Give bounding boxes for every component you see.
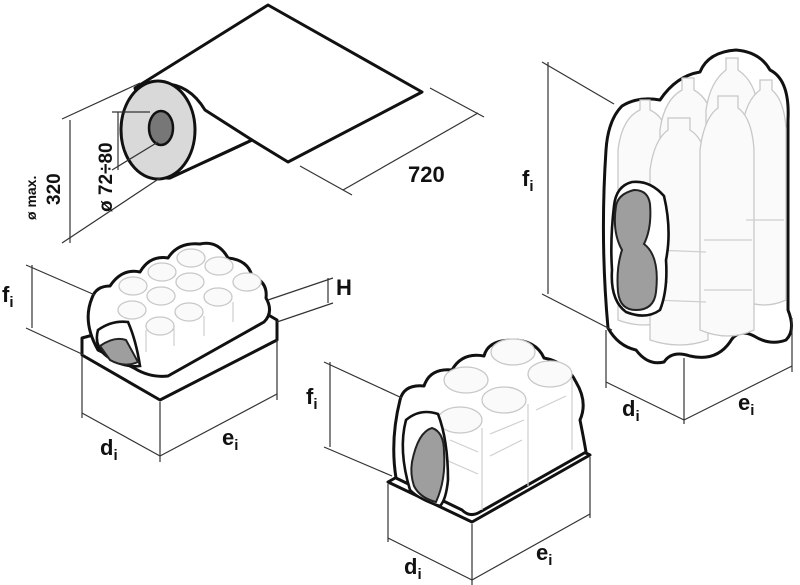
bottles-height: fi (522, 166, 534, 195)
can-product (410, 426, 446, 504)
large-cans-width: ei (536, 540, 552, 569)
small-pack-width: ei (222, 425, 238, 454)
small-pack-base-height: H (336, 275, 352, 300)
pack-cans-large: fi di ei (306, 338, 592, 585)
small-pack-height: fi (2, 282, 14, 311)
cans-grid (117, 248, 262, 352)
large-cans-depth: di (404, 554, 422, 583)
roll-core (147, 109, 175, 147)
can-product (98, 337, 140, 366)
small-pack-depth: di (100, 435, 118, 464)
roll-core-diameter: ø 72÷80 (96, 142, 117, 212)
pack-cans-small: fi H di ei (2, 241, 352, 464)
large-cans-height: fi (306, 384, 318, 413)
bottles-width: ei (738, 390, 754, 419)
cans-grid (437, 338, 573, 510)
film-roll: ø max. 320 ø 72÷80 720 (23, 3, 485, 244)
bottle-product (613, 188, 658, 312)
roll-diameter-max-prefix: ø max. (23, 176, 39, 220)
roll-width: 720 (408, 162, 445, 187)
pack-bottles: fi di ei (522, 48, 793, 425)
bottles-depth: di (622, 396, 640, 425)
roll-diameter-max-value: 320 (44, 173, 65, 205)
